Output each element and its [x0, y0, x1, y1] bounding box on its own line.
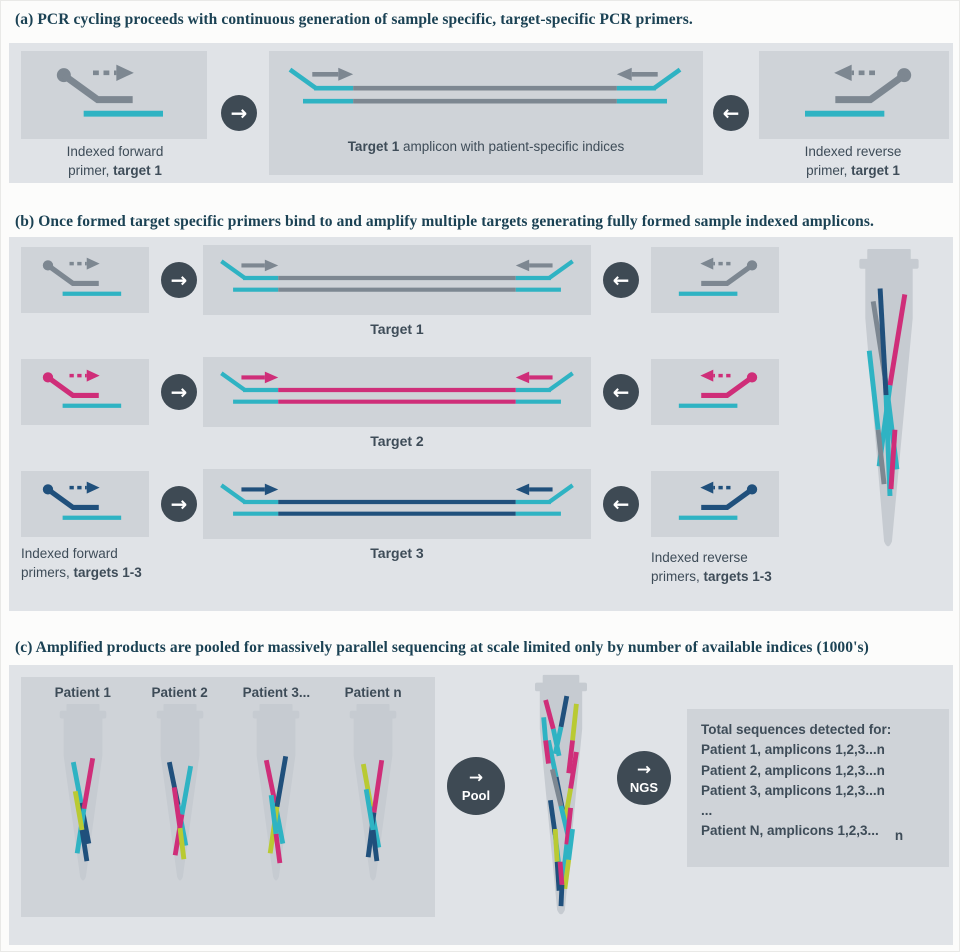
reverse-primers-label-b: Indexed reverse primers, targets 1-3	[651, 550, 772, 584]
reverse-primer-box-target3	[651, 471, 779, 537]
target3-label: Target 3	[370, 545, 424, 561]
patient-samples-box: Patient 1 Patient 2	[21, 677, 435, 917]
forward-primer-box-target1	[21, 247, 149, 313]
panel-a: Indexed forward primer, target 1 →	[9, 43, 953, 183]
pool-label: Pool	[461, 787, 491, 803]
arrow-right-icon: →	[468, 767, 484, 788]
sample-tube-icon	[859, 248, 919, 547]
results-line: Patient 1, amplicons 1,2,3...n	[701, 742, 885, 758]
forward-primer-icon	[42, 481, 122, 520]
patient-column-2: Patient 2	[145, 685, 215, 896]
patient-n-label: Patient n	[344, 685, 402, 700]
reverse-primer-box-a	[759, 51, 949, 139]
patient-tube-icon	[59, 703, 107, 881]
reverse-primer-icon	[678, 257, 758, 296]
forward-primer-label-a: Indexed forward primer, target 1	[66, 144, 164, 178]
patient-tube-icon	[156, 703, 203, 881]
reverse-primer-label-a: Indexed reverse primer, target 1	[804, 144, 902, 178]
reverse-primer-icon	[678, 369, 758, 408]
forward-primer-box-target2	[21, 359, 149, 425]
results-box: Total sequences detected for: Patient 1,…	[687, 709, 949, 867]
forward-primer-icon	[56, 64, 163, 117]
forward-primer-icon	[42, 369, 122, 408]
reverse-primer-box-target2	[651, 359, 779, 425]
arrow-left-icon: ←	[603, 374, 639, 410]
patient-2-label: Patient 2	[151, 685, 208, 700]
patient-tube-icon	[253, 703, 300, 881]
panel-b-heading: (b) Once formed target specific primers …	[15, 213, 874, 230]
reverse-primer-box-target1	[651, 247, 779, 313]
target1-label: Target 1	[370, 321, 424, 337]
forward-primer-box-a	[21, 51, 207, 139]
forward-primer-box-target3	[21, 471, 149, 537]
pooled-tube-icon	[534, 674, 588, 915]
amplicon-diagram-icon	[220, 371, 574, 404]
panel-a-heading: (a) PCR cycling proceeds with continuous…	[15, 11, 693, 28]
amplicon-box-a: Target 1 amplicon with patient-specific …	[269, 51, 703, 175]
amplicon-box-target2	[203, 357, 591, 427]
forward-primers-label-b: Indexed forward primers, targets 1-3	[21, 546, 142, 580]
amplicon-box-target1	[203, 245, 591, 315]
patient-3-label: Patient 3...	[242, 685, 311, 700]
panel-c: Patient 1 Patient 2	[9, 665, 953, 945]
arrow-left-icon: ←	[713, 95, 749, 131]
forward-primer-icon	[42, 257, 122, 296]
amplicon-diagram-icon	[220, 259, 574, 292]
results-title: Total sequences detected for:	[701, 722, 892, 737]
target2-label: Target 2	[370, 433, 424, 449]
patient-1-label: Patient 1	[54, 685, 111, 700]
amplicon-diagram-icon	[288, 67, 682, 104]
panel-b: → Target 1 ←	[9, 237, 953, 611]
results-line: Patient 2, amplicons 1,2,3...n	[701, 762, 885, 778]
arrow-left-icon: ←	[603, 262, 639, 298]
patient-column-n: Patient n	[338, 685, 408, 896]
reverse-primer-icon	[805, 64, 912, 117]
arrow-right-icon: →	[161, 374, 197, 410]
panel-c-heading: (c) Amplified products are pooled for ma…	[15, 639, 869, 656]
ngs-icon: → NGS	[617, 751, 671, 805]
amplicon-label-a: Target 1 amplicon with patient-specific …	[347, 139, 625, 154]
patient-column-1: Patient 1	[48, 685, 118, 896]
ngs-label: NGS	[629, 779, 659, 795]
reverse-primer-icon	[678, 481, 758, 520]
patient-column-3: Patient 3...	[241, 685, 311, 896]
results-line: ...	[701, 803, 713, 818]
amplicon-box-target3	[203, 469, 591, 539]
pool-icon: → Pool	[447, 757, 505, 815]
arrow-right-icon: →	[221, 95, 257, 131]
results-subscript: n	[894, 828, 904, 844]
patient-tube-icon	[349, 703, 397, 881]
arrow-right-icon: →	[161, 262, 197, 298]
results-line: Patient 3, amplicons 1,2,3...n	[701, 782, 885, 798]
amplicon-diagram-icon	[220, 483, 574, 516]
arrow-left-icon: ←	[603, 486, 639, 522]
results-line: Patient N, amplicons 1,2,3...n	[701, 821, 935, 843]
arrow-right-icon: →	[636, 759, 652, 780]
arrow-right-icon: →	[161, 486, 197, 522]
